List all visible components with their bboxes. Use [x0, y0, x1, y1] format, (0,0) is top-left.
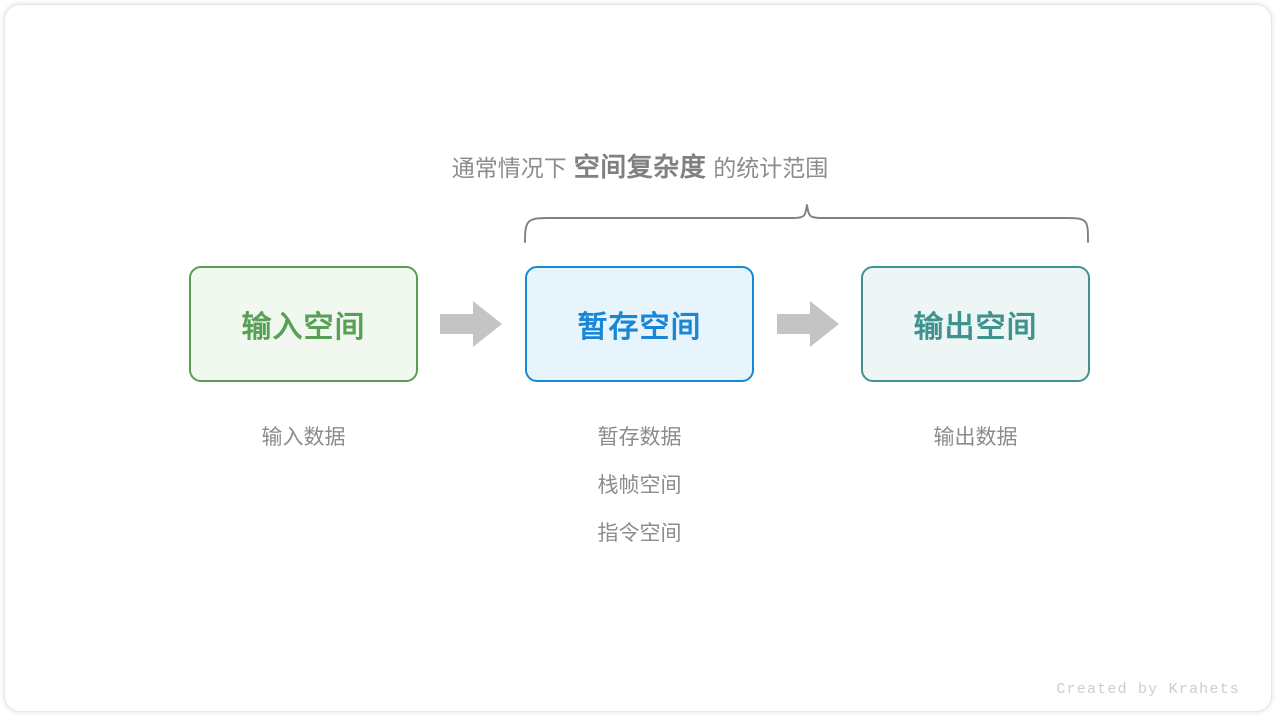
sublabel-item: 输出数据 [933, 426, 1018, 449]
box-input-space-label: 输入空间 [241, 311, 366, 344]
sublabel-item: 栈帧空间 [597, 474, 682, 497]
sublabel-item: 暂存数据 [597, 426, 682, 449]
box-output-space-label: 输出空间 [913, 311, 1038, 344]
arrow-temp-to-output [777, 300, 839, 348]
sublabel-item: 输入数据 [261, 426, 346, 449]
right-arrow-icon [777, 301, 839, 347]
box-input-space[interactable]: 输入空间 [189, 266, 418, 382]
title-suffix: 的统计范围 [713, 155, 829, 181]
sublabel-item: 指令空间 [597, 522, 682, 545]
page-title: 通常情况下空间复杂度的统计范围 [0, 150, 1280, 185]
sublabels-input-space: 输入数据 [189, 414, 418, 462]
brace-icon [524, 204, 1089, 243]
box-output-space[interactable]: 输出空间 [861, 266, 1090, 382]
arrow-input-to-temp [440, 300, 502, 348]
box-temp-space[interactable]: 暂存空间 [525, 266, 754, 382]
sublabels-temp-space: 暂存数据 栈帧空间 指令空间 [525, 414, 754, 558]
sublabels-output-space: 输出数据 [861, 414, 1090, 462]
credit-footer: Created by Krahets [1056, 681, 1240, 698]
title-prefix: 通常情况下 [451, 155, 567, 181]
box-temp-space-label: 暂存空间 [577, 311, 702, 344]
scope-brace [515, 195, 1100, 255]
title-emphasis: 空间复杂度 [573, 152, 707, 182]
right-arrow-icon [440, 301, 502, 347]
